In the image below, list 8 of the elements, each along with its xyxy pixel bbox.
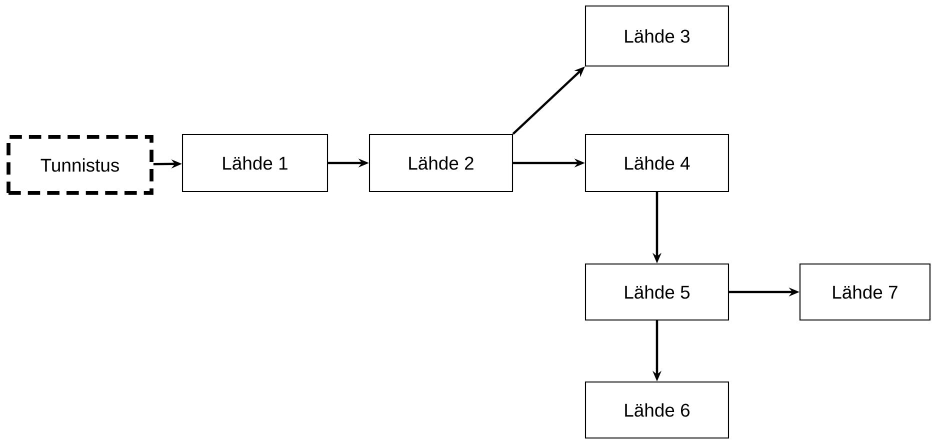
process-box: Lähde 7 [799, 263, 931, 321]
dashed-box: Tunnistus [6, 135, 154, 195]
process-box: Lähde 2 [368, 134, 514, 192]
process-box: Lähde 1 [182, 134, 328, 192]
process-box: Lähde 5 [584, 263, 730, 321]
process-box: Lähde 6 [584, 381, 730, 439]
process-box: Lähde 4 [584, 134, 730, 192]
process-box: Lähde 3 [584, 5, 730, 67]
